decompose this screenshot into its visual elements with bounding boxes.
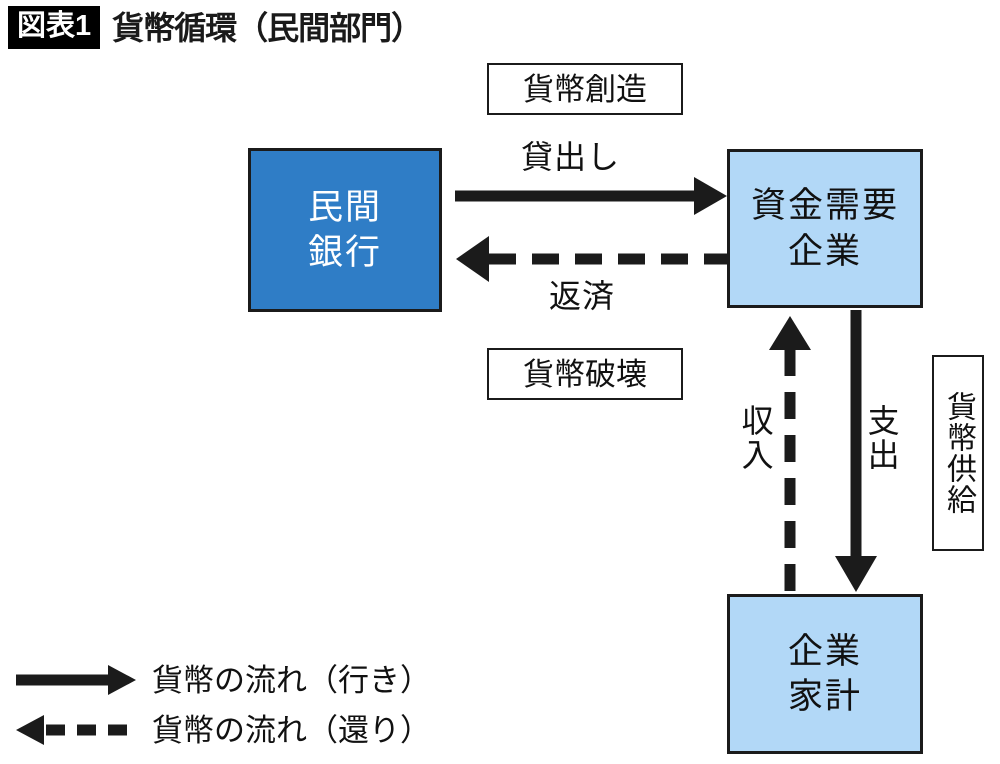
entity-firm-line2: 企業 bbox=[787, 231, 862, 271]
entity-bank-line1: 民間 bbox=[307, 187, 382, 227]
legend-label-returning: 貨幣の流れ（還り） bbox=[152, 712, 431, 748]
flow-label-lending: 貸出し bbox=[521, 139, 621, 175]
entity-firm-line1: 資金需要 bbox=[750, 186, 899, 225]
caption-box-money-supply: 貨幣供給 bbox=[932, 355, 984, 551]
caption-box-money-destruction: 貨幣破壊 bbox=[487, 348, 683, 400]
entity-household-line2: 家計 bbox=[787, 677, 862, 716]
entity-box-fund-demanding-firm[interactable]: 資金需要 企業 bbox=[727, 149, 923, 308]
arrow-repayment-dashed bbox=[456, 236, 742, 282]
figure-number-badge: 図表1 bbox=[8, 6, 101, 49]
arrow-lending-solid bbox=[455, 177, 727, 215]
caption-box-money-creation: 貨幣創造 bbox=[487, 63, 683, 115]
flow-label-repayment: 返済 bbox=[549, 278, 616, 314]
entity-box-firm-household[interactable]: 企業 家計 bbox=[727, 594, 923, 754]
figure-title-text: 貨幣循環（民間部門） bbox=[112, 9, 423, 46]
entity-box-private-bank[interactable]: 民間 銀行 bbox=[248, 148, 442, 312]
legend-item-outgoing: 貨幣の流れ（行き） bbox=[12, 655, 482, 705]
legend-label-outgoing: 貨幣の流れ（行き） bbox=[152, 662, 431, 698]
arrow-income-dashed bbox=[769, 316, 811, 591]
flow-label-income: 収入 bbox=[737, 404, 774, 472]
page-title: 図表1 貨幣循環（民間部門） bbox=[8, 6, 423, 49]
solid-arrow-icon bbox=[16, 665, 136, 695]
entity-household-line1: 企業 bbox=[787, 631, 862, 671]
legend-item-returning: 貨幣の流れ（還り） bbox=[12, 705, 482, 755]
entity-bank-line2: 銀行 bbox=[307, 233, 382, 272]
dashed-arrow-icon bbox=[16, 715, 138, 745]
flow-label-expenditure: 支出 bbox=[863, 404, 900, 472]
legend: 貨幣の流れ（行き） 貨幣の流れ（還り） bbox=[12, 655, 482, 755]
